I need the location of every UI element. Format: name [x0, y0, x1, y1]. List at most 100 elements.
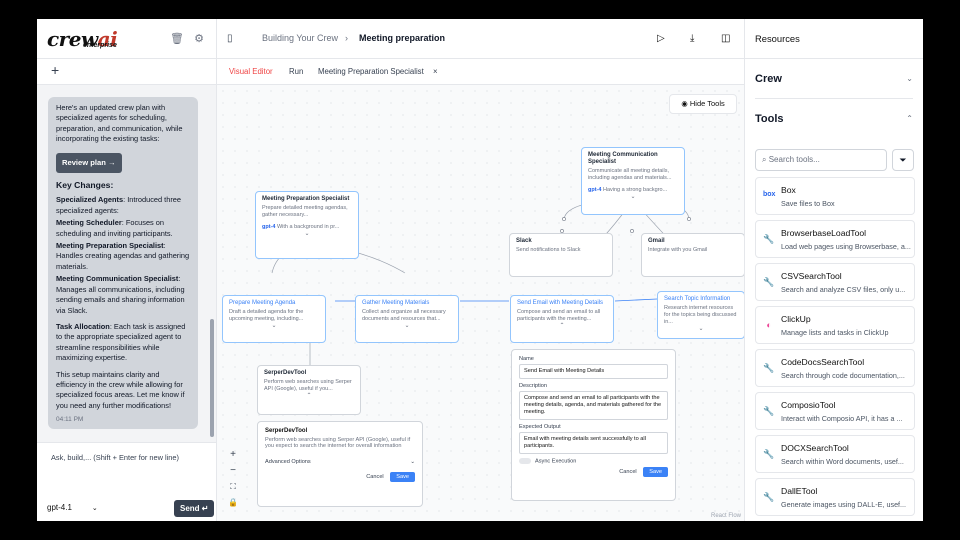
chat-header: crewai enterprise 🗑 ⚙ [37, 19, 216, 59]
key-change-item: Specialized Agents: Introduced three spe… [56, 195, 182, 215]
tool-title: Gmail [648, 238, 665, 244]
chevron-up-icon[interactable]: ⌃ [559, 323, 565, 329]
task-desc: Research internet resources for the topi… [664, 305, 737, 325]
tab-agent[interactable]: Meeting Preparation Specialist [318, 67, 424, 76]
react-flow-attribution[interactable]: React Flow [710, 513, 741, 519]
message-intro: Here's an updated crew plan with special… [56, 103, 183, 144]
panel-toggle-icon[interactable]: ◫ [721, 33, 731, 44]
chevron-down-icon[interactable]: ⌄ [630, 194, 636, 200]
tool-desc: Search within Word documents, usef... [781, 457, 904, 466]
chevron-down-icon: ⌄ [906, 74, 913, 83]
play-icon[interactable]: ▷ [657, 33, 665, 44]
task-edit-panel: Name Send Email with Meeting Details Des… [511, 349, 676, 501]
description-input[interactable]: Compose and send an email to all partici… [519, 391, 668, 420]
plus-icon[interactable]: + [51, 62, 60, 78]
chevron-up-icon[interactable]: ⌃ [306, 393, 312, 399]
agent-node[interactable]: Meeting Communication Specialist Communi… [581, 147, 685, 215]
async-toggle[interactable]: Async Execution [519, 458, 668, 464]
description-label: Description [519, 383, 547, 389]
tools-section-toggle[interactable]: Tools ⌃ [745, 99, 923, 139]
agent-node[interactable]: Meeting Preparation Specialist Prepare d… [255, 191, 359, 259]
agent-title: Meeting Preparation Specialist [262, 196, 350, 202]
send-button[interactable]: Send ↵ [174, 500, 215, 517]
filter-icon[interactable]: ⏷ [892, 149, 914, 171]
wrench-icon: 🔧 [763, 406, 775, 416]
tool-search-input[interactable]: ⌕ Search tools... [755, 149, 887, 171]
crew-section-toggle[interactable]: Crew ⌄ [755, 59, 913, 99]
save-button[interactable]: Save [390, 472, 415, 482]
key-changes-list: Specialized Agents: Introduced three spe… [56, 195, 190, 363]
search-icon: ⌕ [762, 155, 769, 164]
flow-canvas[interactable]: ◉ Hide Tools Meeting Preparation Special… [217, 85, 744, 521]
task-node[interactable]: Send Email with Meeting Details Compose … [510, 295, 614, 343]
zoom-out-icon[interactable]: − [230, 465, 236, 476]
download-icon[interactable]: ⤓ [690, 33, 695, 44]
expected-output-input[interactable]: Email with meeting details sent successf… [519, 432, 668, 454]
wrench-icon: 🔧 [763, 492, 775, 502]
tool-name: Box [781, 185, 796, 195]
advanced-options-toggle[interactable]: Advanced Options⌄ [265, 459, 415, 465]
chat-input[interactable]: Ask, build,... (Shift + Enter for new li… [37, 442, 216, 497]
tool-desc: Manage lists and tasks in ClickUp [781, 328, 889, 337]
tool-node-slack[interactable]: Slack Send notifications to Slack [509, 233, 613, 277]
tool-node-serper[interactable]: SerperDevTool Perform web searches using… [257, 365, 361, 415]
task-node[interactable]: Gather Meeting Materials Collect and org… [355, 295, 459, 343]
hide-tools-button[interactable]: ◉ Hide Tools [669, 94, 737, 114]
zoom-in-icon[interactable]: + [230, 449, 236, 460]
chevron-down-icon[interactable]: ⌄ [698, 326, 704, 332]
save-button[interactable]: Save [643, 467, 668, 478]
breadcrumb-parent[interactable]: Building Your Crew [262, 33, 339, 43]
gear-icon[interactable]: ⚙ [194, 33, 204, 45]
tool-name: ClickUp [781, 314, 811, 324]
name-input[interactable]: Send Email with Meeting Details [519, 364, 668, 379]
new-chat-bar: + [37, 59, 216, 85]
breadcrumb-separator: › [345, 33, 348, 43]
task-node[interactable]: Search Topic Information Research intern… [657, 291, 744, 339]
trash-icon[interactable]: 🗑 [170, 33, 184, 45]
chat-scrollbar[interactable] [210, 319, 214, 437]
chevron-down-icon: ⌄ [410, 459, 415, 465]
sidebar-toggle-icon[interactable]: ▯ [227, 33, 233, 44]
task-title: Prepare Meeting Agenda [229, 300, 296, 306]
chevron-down-icon[interactable]: ⌄ [304, 231, 310, 237]
editor-tabs: Visual Editor Run Meeting Preparation Sp… [217, 59, 744, 85]
close-tab-icon[interactable]: × [433, 67, 438, 76]
chevron-down-icon: ⌄ [91, 505, 98, 512]
chevron-down-icon[interactable]: ⌄ [404, 323, 410, 329]
tool-node-gmail[interactable]: Gmail Integrate with you Gmail [641, 233, 744, 277]
panel-desc: Perform web searches using Serper API (G… [265, 437, 411, 449]
cancel-button[interactable]: Cancel [619, 469, 637, 476]
review-plan-button[interactable]: Review plan → [56, 152, 122, 174]
model-select[interactable]: gpt-4.1⌄ [47, 503, 98, 512]
agent-bg: Having a strong backgro... [602, 187, 668, 193]
tool-name: BrowserbaseLoadTool [781, 228, 867, 238]
task-desc: Draft a detailed agenda for the upcoming… [229, 309, 304, 322]
tool-name: DallETool [781, 486, 818, 496]
tool-desc: Generate images using DALL-E, usef... [781, 500, 907, 509]
logo-subtitle: enterprise [83, 42, 117, 49]
message-time: 04:11 PM [56, 416, 84, 424]
wrench-icon: 🔧 [763, 277, 775, 287]
toggle-switch[interactable] [519, 458, 531, 464]
tab-run[interactable]: Run [289, 67, 304, 76]
key-change-item: Meeting Preparation Specialist: Handles … [56, 241, 190, 271]
task-node[interactable]: Prepare Meeting Agenda Draft a detailed … [222, 295, 326, 343]
fit-view-icon[interactable]: ⛶ [230, 482, 236, 491]
tab-visual-editor[interactable]: Visual Editor [229, 67, 273, 76]
tools-label: Tools [755, 113, 784, 125]
editor-header: ▯ Building Your Crew › Meeting preparati… [217, 19, 744, 59]
lock-icon[interactable]: 🔒 [228, 498, 238, 507]
chevron-down-icon[interactable]: ⌄ [271, 323, 277, 329]
cancel-button[interactable]: Cancel [366, 474, 384, 480]
resources-panel: Resources Crew ⌄ Tools ⌃ ⌕ Search tools.… [744, 19, 923, 521]
tool-desc: Perform web searches using Serper API (G… [264, 379, 352, 392]
logo: crewai [47, 27, 118, 51]
